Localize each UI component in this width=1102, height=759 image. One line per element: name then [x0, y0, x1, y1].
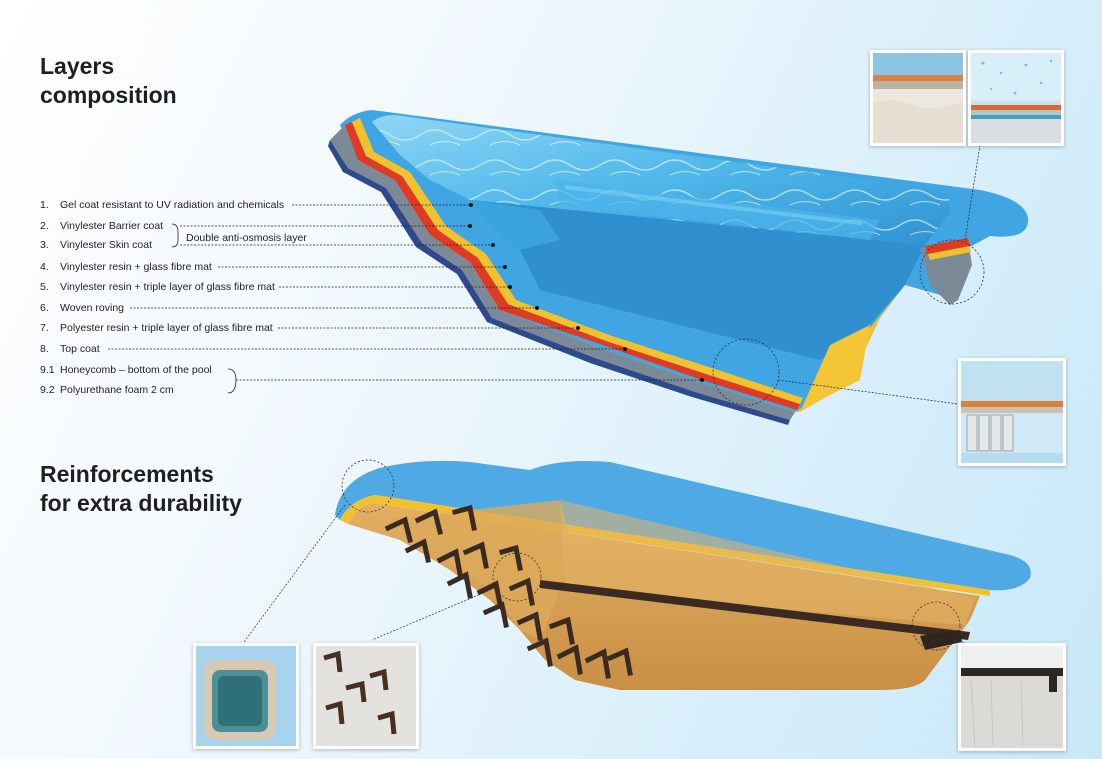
photo-layers-edge [870, 50, 966, 146]
photo-gelcoat-layers [968, 50, 1064, 146]
legend-item-7: 7.Polyester resin + triple layer of glas… [40, 322, 273, 334]
brace-double-layer [171, 223, 179, 248]
brace-bottom [227, 368, 237, 394]
pool-steps [470, 200, 560, 250]
detail-circle-beam [911, 601, 961, 651]
layers-composition-title: Layers composition [40, 53, 177, 108]
photo-rib-detail [313, 643, 419, 749]
legend-item-2: 2.Vinylester Barrier coat [40, 220, 164, 232]
legend-item-3: 3.Vinylester Skin coat [40, 239, 153, 251]
legend-item-6: 6.Woven roving [40, 302, 125, 314]
reinforcement-ribs [384, 504, 633, 679]
legend-item-5: 5.Vinylester resin + triple layer of gla… [40, 281, 275, 293]
shell-rim [335, 460, 1031, 591]
detail-circle-rim [919, 239, 985, 305]
detail-circle-bottom [712, 338, 780, 406]
pool-interior [470, 200, 925, 360]
reinforcement-beam [540, 580, 970, 640]
photo-rib-profile [193, 643, 299, 749]
detail-circle-top-edge [341, 459, 395, 513]
layered-pool-cutaway [328, 110, 1029, 425]
legend-item-1: 1.Gel coat resistant to UV radiation and… [40, 199, 285, 211]
double-anti-osmosis-note: Double anti-osmosis layer [186, 232, 307, 244]
detail-circle-ribs [492, 552, 542, 602]
legend-item-4: 4.Vinylester resin + glass fibre mat [40, 261, 212, 273]
photo-beam-detail [958, 643, 1066, 751]
reinforcements-title: Reinforcements for extra durability [40, 461, 242, 516]
layer-leader-lines [108, 144, 981, 405]
photo-honeycomb-bottom [958, 358, 1066, 466]
legend-item-8: 8.Top coat [40, 343, 100, 355]
reinforced-pool-shell [335, 460, 1031, 690]
